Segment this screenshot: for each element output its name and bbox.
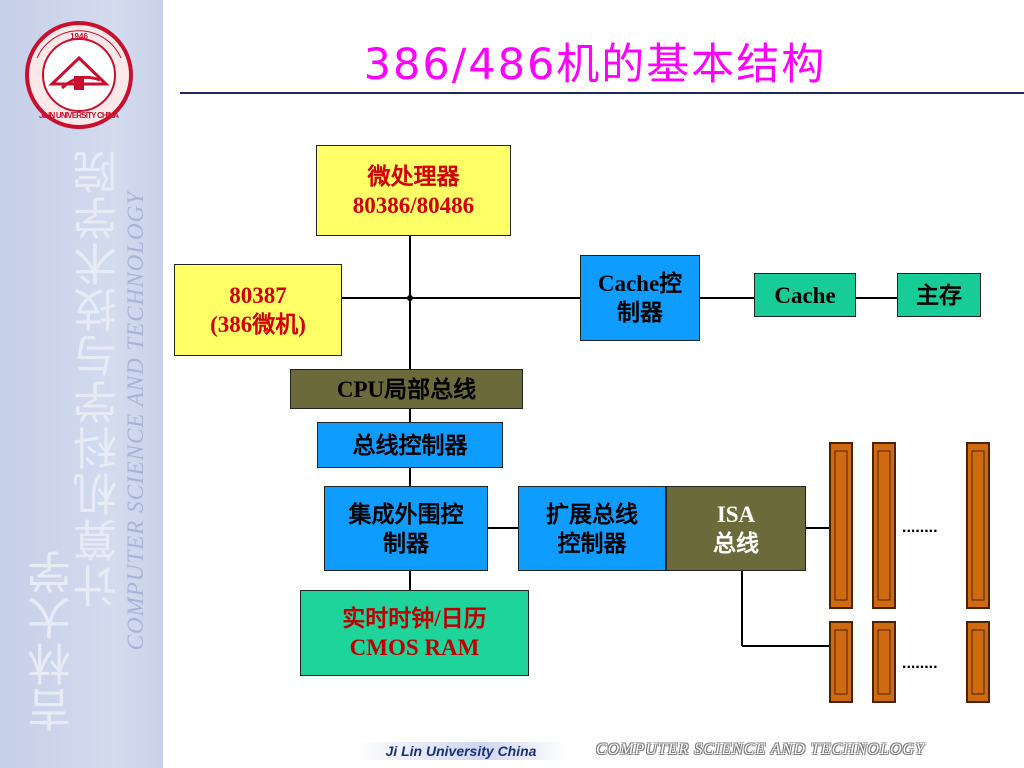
isa-slots-group [829,442,990,703]
microprocessor-model: 80386/80486 [352,192,475,218]
peripheral-controller-box: 集成外围控 制器 [324,486,488,571]
rtc-label: 实时时钟/日历 [342,606,487,631]
main-memory-box: 主存 [897,273,981,317]
university-seal-logo: 1946 JILIN UNIVERSITY CHINA [25,21,133,129]
expansion-bus-controller-label-2: 控制器 [557,530,627,556]
main-memory-label: 主存 [916,282,962,308]
cpu-local-bus-label: CPU局部总线 [336,376,477,402]
bus-controller-box: 总线控制器 [317,422,503,468]
cache-controller-box: Cache控 制器 [580,255,700,341]
rtc-cmos-box: 实时时钟/日历 CMOS RAM [300,590,529,676]
bus-controller-label: 总线控制器 [352,432,468,458]
isa-slot-lower-1 [829,621,853,703]
lower-slots-ellipsis: ........ [902,655,938,672]
footer-department: COMPUTER SCIENCE AND TECHNOLOGY [596,741,925,758]
footer-university: Ji Lin University China [355,742,567,760]
isa-slot-lower-2 [872,621,896,703]
microprocessor-label: 微处理器 [367,163,460,189]
cpu-local-bus-box: CPU局部总线 [290,369,523,409]
cache-controller-label-1: Cache控 [597,271,683,296]
title-divider [180,92,1024,94]
isa-bus-label-2: 总线 [713,530,759,556]
isa-slot-upper-1 [829,442,853,609]
coprocessor-model: 80387 [229,283,287,308]
coprocessor-note: (386微机) [210,312,306,337]
expansion-bus-controller-label-1: 扩展总线 [546,501,638,527]
isa-bus-box: ISA 总线 [666,486,806,571]
sidebar-banner: 1946 JILIN UNIVERSITY CHINA 吉林大学 计算机科学与技… [0,0,163,768]
seal-name: JILIN UNIVERSITY CHINA [39,111,119,120]
microprocessor-box: 微处理器 80386/80486 [316,145,511,236]
cmos-ram-label: CMOS RAM [349,635,480,660]
seal-year: 1946 [70,32,88,41]
peripheral-controller-label-2: 制器 [383,530,429,556]
cache-box: Cache [754,273,856,317]
expansion-bus-controller-box: 扩展总线 控制器 [518,486,666,571]
isa-slot-lower-3 [966,621,990,703]
upper-slots-ellipsis: ........ [902,519,938,536]
isa-bus-label-1: ISA [716,501,756,527]
slide-title: 386/486机的基本结构 [363,40,827,90]
cache-controller-label-2: 制器 [617,300,663,325]
isa-slot-upper-2 [872,442,896,609]
junction-dot [407,295,413,301]
coprocessor-box: 80387 (386微机) [174,264,342,356]
isa-slot-upper-3 [966,442,990,609]
cache-label: Cache [774,282,836,308]
peripheral-controller-label-1: 集成外围控 [348,501,464,527]
